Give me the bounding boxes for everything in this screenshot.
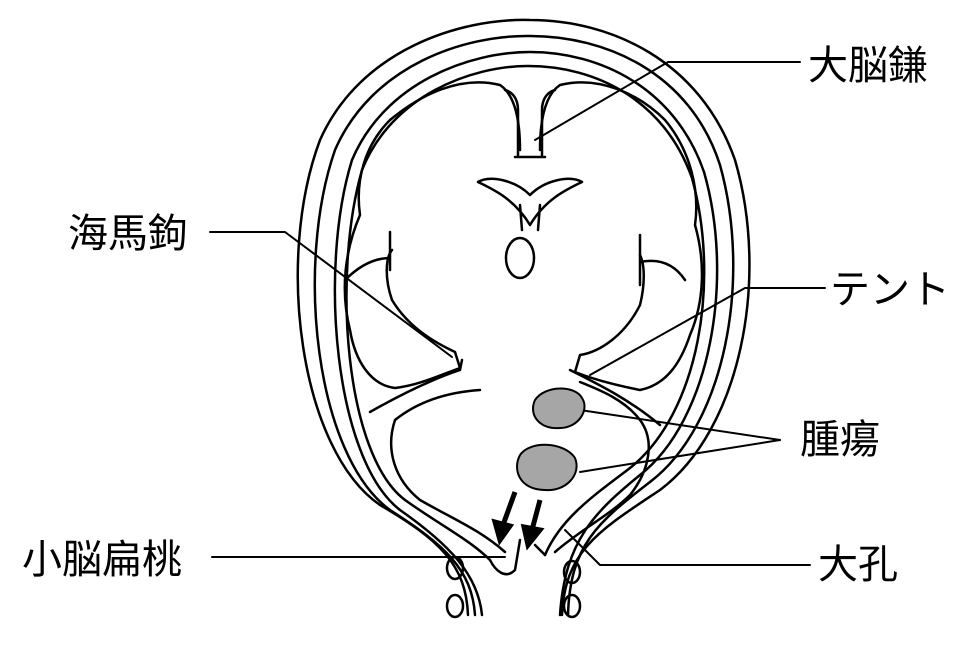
vertebra-right-2	[562, 593, 582, 619]
label-falx-cerebri: 大脳鎌	[808, 43, 928, 89]
skull-inner	[333, 50, 719, 617]
leader-tumor-1	[579, 409, 781, 441]
vertebra-left-2	[445, 593, 465, 619]
lateral-ventricles	[476, 177, 584, 232]
scalp-outline	[296, 18, 751, 617]
sylvian-left	[343, 230, 392, 282]
label-foramen-magnum: 大孔	[818, 542, 898, 588]
vertebra-right-1	[562, 559, 582, 585]
label-uncus: 海馬鉤	[68, 211, 188, 257]
dura	[345, 64, 706, 562]
tumor-lower	[516, 443, 578, 492]
leader-foramen	[564, 529, 811, 566]
label-tentorium: テント	[830, 267, 950, 313]
brainstem	[488, 538, 547, 576]
tentorium-right	[568, 368, 662, 427]
herniation-arrows	[491, 491, 545, 551]
label-cerebellar-tonsil: 小脳扁桃	[22, 537, 182, 583]
leader-tentorium	[589, 287, 826, 376]
arrow-left-head	[491, 518, 515, 546]
leader-uncus	[209, 231, 453, 358]
falx-cerebri	[503, 88, 557, 159]
tumor-upper	[532, 387, 586, 430]
tentorium-left	[368, 358, 464, 414]
skull-outer	[313, 34, 735, 617]
sylvian-right	[638, 233, 687, 287]
label-tumor: 腫瘍	[800, 417, 880, 463]
cerebrum-outline	[343, 81, 704, 392]
leader-tumor-2	[579, 439, 781, 473]
arrow-left	[500, 491, 518, 526]
arrow-right-head	[520, 523, 545, 551]
third-ventricle	[504, 236, 536, 280]
leader-falx	[534, 61, 801, 141]
cerebellum-outline	[390, 380, 650, 554]
arrow-right	[529, 499, 543, 531]
